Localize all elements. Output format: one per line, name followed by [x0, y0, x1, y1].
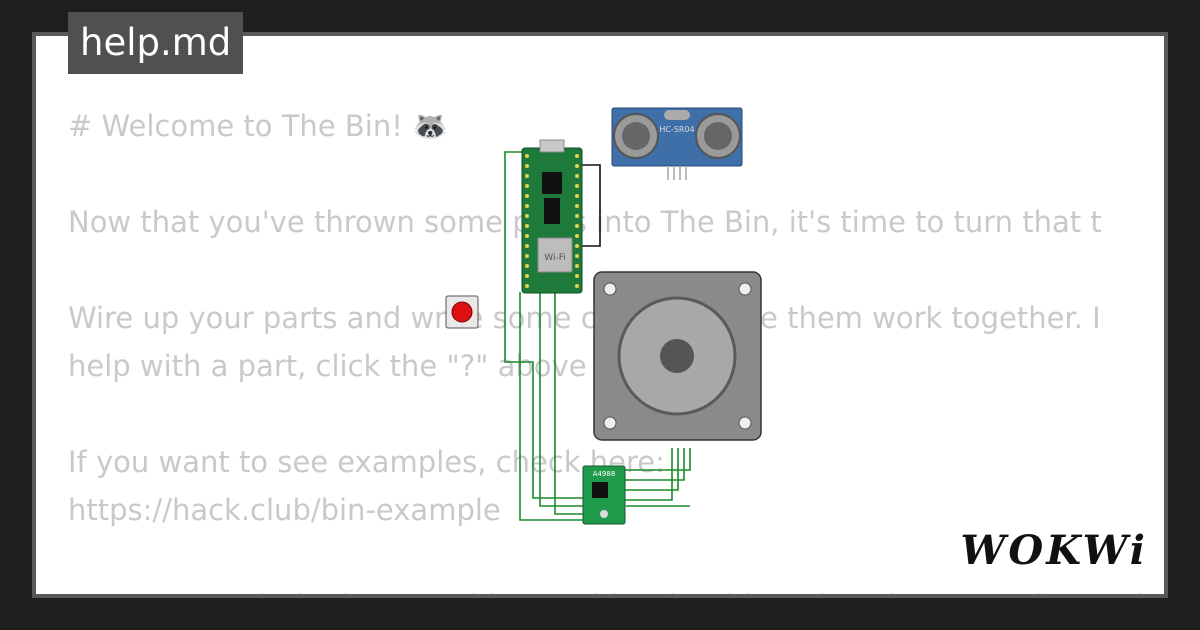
pico-wifi-label: Wi-Fi — [544, 253, 565, 263]
doc-line: # Welcome to The Bin! 🦝 — [68, 109, 449, 143]
driver-label: A4988 — [593, 470, 616, 478]
wire-black — [582, 164, 601, 247]
pico-w-board[interactable]: Wi-Fi — [521, 139, 583, 294]
ultrasonic-sensor[interactable]: HC-SR04 — [611, 107, 743, 180]
file-tab[interactable]: help.md — [68, 12, 244, 74]
doc-line: Now that you've thrown some parts into T… — [68, 205, 1102, 239]
a4988-driver[interactable]: A4988 — [582, 465, 626, 525]
markdown-content: # Welcome to The Bin! 🦝 Now that you've … — [68, 102, 1164, 594]
stepper-motor[interactable] — [593, 271, 762, 441]
doc-link[interactable]: https://hack.club/bin-example — [68, 493, 501, 527]
push-button[interactable] — [445, 295, 479, 329]
doc-line: You can watch the bootup video to ride w… — [68, 582, 1164, 594]
wires — [504, 151, 691, 521]
doc-line: If you want to see examples, check here: — [68, 445, 665, 479]
ultrasonic-label: HC-SR04 — [659, 125, 694, 134]
doc-line: help with a part, click the "?" above — [68, 349, 587, 383]
wokwi-logo: WOKWi — [960, 527, 1148, 574]
doc-line: Wire up your parts and write some code t… — [68, 301, 1101, 335]
